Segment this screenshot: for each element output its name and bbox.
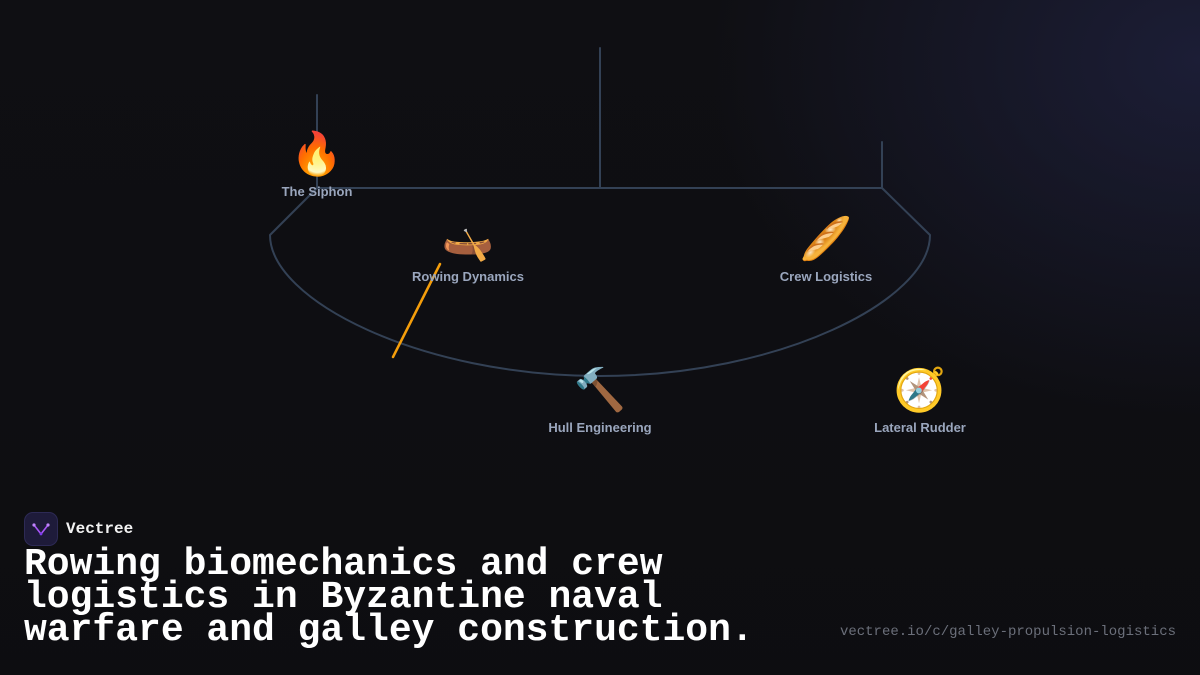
node-label: The Siphon [281,184,353,199]
node-label: Hull Engineering [548,420,652,435]
node-hull-engineering[interactable]: 🔨 Hull Engineering [520,365,680,436]
compass-icon: 🧭 [893,365,947,414]
connector-hull-outline [269,187,931,377]
node-crew-logistics[interactable]: 🥖 Crew Logistics [746,214,906,285]
brand[interactable]: Vectree [24,512,133,546]
vectree-logo-icon [24,512,58,546]
page-url[interactable]: vectree.io/c/galley-propulsion-logistics [839,624,1176,640]
node-label: Crew Logistics [779,269,873,284]
brand-name: Vectree [66,520,134,538]
bread-icon: 🥖 [799,214,853,263]
canoe-icon: 🛶 [441,214,495,263]
oar-highlight [391,262,442,359]
node-lateral-rudder[interactable]: 🧭 Lateral Rudder [840,365,1000,436]
node-label: Rowing Dynamics [412,269,524,284]
node-the-siphon[interactable]: 🔥 The Siphon [237,129,397,200]
fire-icon: 🔥 [290,129,344,178]
node-label: Lateral Rudder [874,420,966,435]
page-title: Rowing biomechanics and crew logistics i… [24,543,754,652]
node-rowing-dynamics[interactable]: 🛶 Rowing Dynamics [388,214,548,285]
hammer-icon: 🔨 [573,365,627,414]
